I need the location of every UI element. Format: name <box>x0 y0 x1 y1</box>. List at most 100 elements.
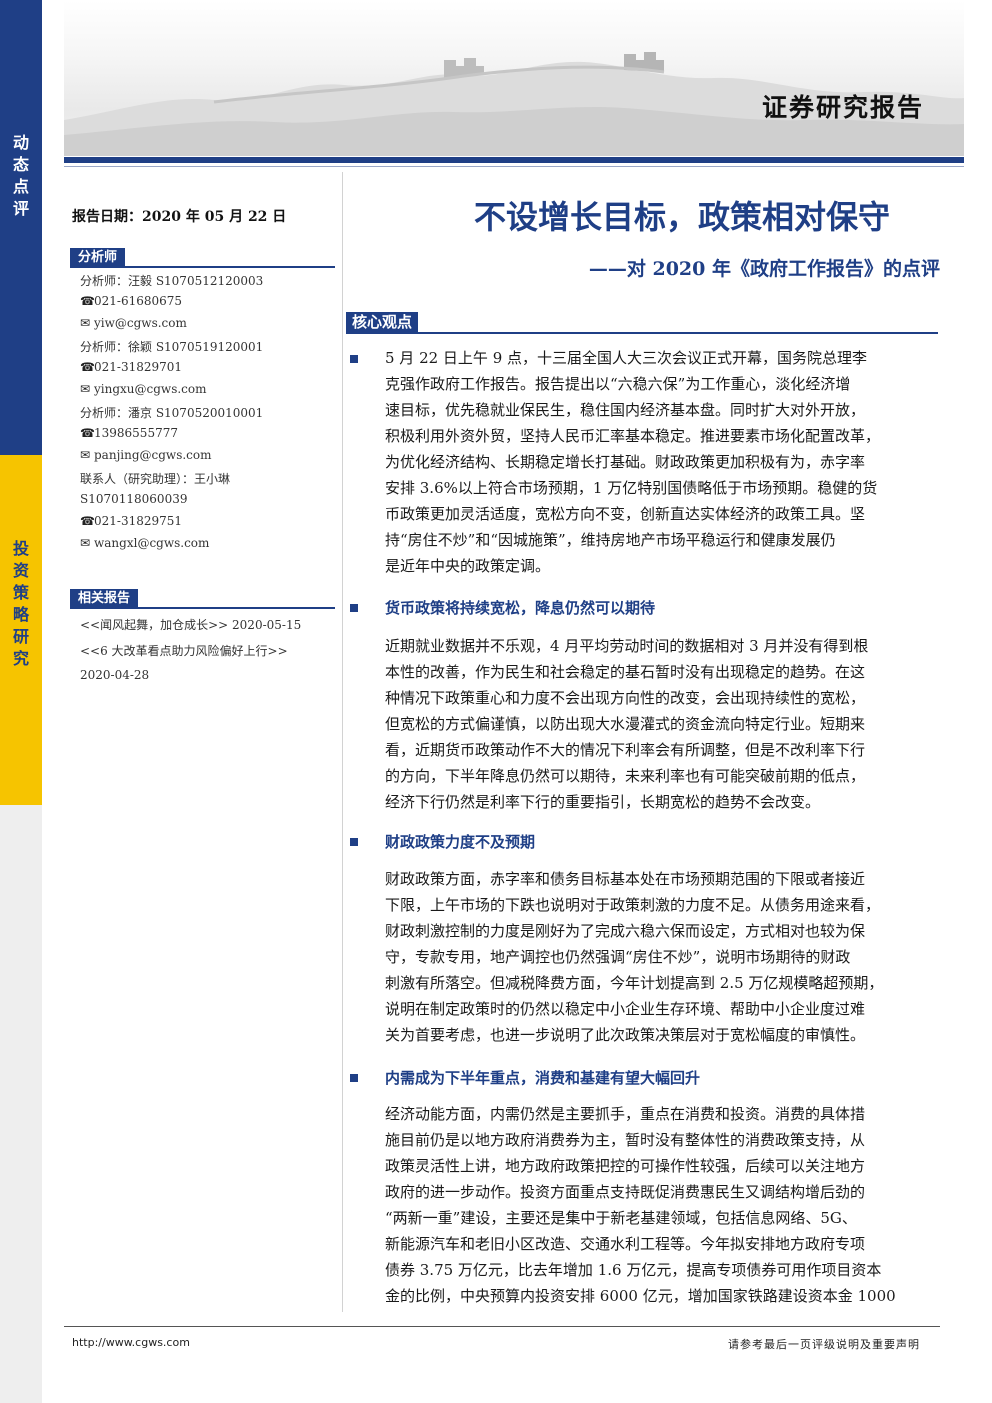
intro-paragraph: 5 月 22 日上午 9 点，十三届全国人大三次会议正式开幕，国务院总理李克强作… <box>385 345 939 579</box>
analyst-contact-line: ☎021-31829701 <box>80 360 182 374</box>
email-icon: ✉ <box>80 316 91 330</box>
analyst-contact-text: yingxu@cgws.com <box>94 382 207 396</box>
phone-icon: ☎ <box>80 360 95 374</box>
analyst-section-label: 分析师 <box>70 248 126 268</box>
strip-yellow-section <box>0 455 42 805</box>
header-title: 证券研究报告 <box>761 93 924 122</box>
email-icon: ✉ <box>80 448 91 462</box>
analyst-contact-text: 021-31829701 <box>94 360 183 374</box>
section2-text-line: 说明在制定政策时的仍然以稳定中小企业生存环境、帮助中小企业度过难 <box>385 1000 866 1018</box>
related-reports-header: 相关报告 <box>70 587 335 609</box>
intro-text-line: 为优化经济结构、长期稳定增长打基础。财政政策更加积极有为，赤字率 <box>385 453 866 471</box>
intro-text-line: 速目标，优先稳就业保民生，稳住国内经济基本盘。同时扩大对外开放， <box>385 401 866 419</box>
intro-bullet-icon <box>350 355 358 363</box>
section2-text-line: 财政政策方面，赤字率和债务目标基本处在市场预期范围的下限或者接近 <box>385 870 866 888</box>
section2-bullet-icon <box>350 838 358 846</box>
analyst-contact-line[interactable]: ✉wangxl@cgws.com <box>80 536 209 550</box>
section3-text-line: “两新一重”建设，主要还是集中于新老基建领域，包括信息网络、5G、 <box>385 1209 857 1227</box>
section3-heading: 内需成为下半年重点，消费和基建有望大幅回升 <box>385 1069 701 1087</box>
header-banner: 证券研究报告 <box>64 0 964 156</box>
analyst-contact-text: 联系人（研究助理）：王小琳 <box>80 472 231 486</box>
analyst-contact-line: ☎13986555777 <box>80 426 178 440</box>
footer-website-link[interactable]: http://www.cgws.com <box>72 1336 190 1349</box>
section2-text-line: 守，专款专用，地产调控也仍然强调“房住不炒”，说明市场期待的财政 <box>385 948 851 966</box>
core-view-header: 核心观点 <box>346 312 938 334</box>
email-icon: ✉ <box>80 382 91 396</box>
section3-text-line: 施目前仍是以地方政府消费券为主，暂时没有整体性的消费政策支持，从 <box>385 1131 866 1149</box>
section1-heading: 货币政策将持续宽松，降息仍然可以期待 <box>385 599 656 617</box>
section1-text-line: 本性的改善，作为民生和社会稳定的基石暂时没有出现稳定的趋势。在这 <box>385 663 866 681</box>
related-report-line[interactable]: <<闻风起舞，加仓成长>> 2020-05-15 <box>80 618 302 632</box>
section3-text-line: 金的比例，中央预算内投资安排 6000 亿元，增加国家铁路建设资本金 1000 <box>385 1287 896 1305</box>
analyst-contact-line: S1070118060039 <box>80 492 187 506</box>
email-icon: ✉ <box>80 536 91 550</box>
analyst-contact-text: S1070118060039 <box>80 492 188 506</box>
section2-text-line: 刺激有所落空。但减税降费方面，今年计划提高到 2.5 万亿规模略超预期， <box>385 974 884 992</box>
phone-icon: ☎ <box>80 294 95 308</box>
analyst-contact-text: 分析师：汪毅 S1070512120003 <box>80 274 264 288</box>
section1-text-line: 但宽松的方式偏谨慎，以防出现大水漫灌式的资金流向特定行业。短期来 <box>385 715 866 733</box>
section1-text-line: 经济下行仍然是利率下行的重要指引，长期宽松的趋势不会改变。 <box>385 793 821 811</box>
analyst-contact-text: 分析师：徐颖 S1070519120001 <box>80 340 264 354</box>
section1-text-line: 近期就业数据并不乐观，4 月平均劳动时间的数据相对 3 月并没有得到根 <box>385 637 869 655</box>
analyst-contact-text: wangxl@cgws.com <box>94 536 210 550</box>
phone-icon: ☎ <box>80 426 95 440</box>
analyst-contact-line: 分析师：汪毅 S1070512120003 <box>80 272 263 289</box>
analyst-contact-text: 021-61680675 <box>94 294 183 308</box>
intro-text-line: 安排 3.6%以上符合市场预期，1 万亿特别国债略低于市场预期。稳健的货 <box>385 479 878 497</box>
section2-heading: 财政政策力度不及预期 <box>385 833 536 851</box>
report-title: 不设增长目标，政策相对保守 <box>473 198 890 236</box>
analyst-contact-text: panjing@cgws.com <box>94 448 212 462</box>
header-rule <box>64 157 964 163</box>
section3-paragraph: 经济动能方面，内需仍然是主要抓手，重点在消费和投资。消费的具体措施目前仍是以地方… <box>385 1101 939 1309</box>
section1-text-line: 种情况下政策重心和力度不会出现方向性的改变，会出现持续性的宽松， <box>385 689 866 707</box>
intro-text-line: 积极利用外资外贸，坚持人民币汇率基本稳定。推进要素市场化配置改革， <box>385 427 881 445</box>
core-view-label: 核心观点 <box>346 312 419 332</box>
section3-text-line: 经济动能方面，内需仍然是主要抓手，重点在消费和投资。消费的具体措 <box>385 1105 866 1123</box>
intro-text-line: 币政策更加灵活适度，宽松方向不变，创新直达实体经济的政策工具。坚 <box>385 505 866 523</box>
analyst-contact-line[interactable]: ✉yiw@cgws.com <box>80 316 187 330</box>
section3-bullet-icon <box>350 1074 358 1082</box>
analyst-contact-text: 021-31829751 <box>94 514 183 528</box>
footer-disclaimer-note: 请参考最后一页评级说明及重要声明 <box>728 1338 920 1351</box>
section2-text-line: 关为首要考虑，也进一步说明了此次政策决策层对于宽松幅度的审慎性。 <box>385 1026 866 1044</box>
report-date: 报告日期：2020 年 05 月 22 日 <box>72 209 287 225</box>
related-reports-label: 相关报告 <box>70 589 139 609</box>
section1-text-line: 看，近期货币政策动作不大的情况下利率会有所调整，但是不改利率下行 <box>385 741 866 759</box>
footer-rule <box>64 1326 940 1327</box>
analyst-contact-line: ☎021-31829751 <box>80 514 182 528</box>
report-type-label: 动态点评 <box>13 133 30 218</box>
analyst-contact-line: 联系人（研究助理）：王小琳 <box>80 470 230 487</box>
section2-paragraph: 财政政策方面，赤字率和债务目标基本处在市场预期范围的下限或者接近下限，上午市场的… <box>385 866 939 1048</box>
related-report-line[interactable]: <<6 大改革看点助力风险偏好上行>> <box>80 644 288 658</box>
analyst-contact-text: 分析师：潘京 S1070520010001 <box>80 406 264 420</box>
section1-text-line: 的方向，下半年降息仍然可以期待，未来利率也有可能突破前期的低点， <box>385 767 866 785</box>
intro-text-line: 克强作政府工作报告。报告提出以“六稳六保”为工作重心，淡化经济增 <box>385 375 851 393</box>
left-category-strip: 动态点评 投资策略研究 <box>0 0 42 1403</box>
research-category-label: 投资策略研究 <box>13 539 30 668</box>
section2-text-line: 财政刺激控制的力度是刚好为了完成六稳六保而设定，方式相对也较为保 <box>385 922 866 940</box>
analyst-contact-line[interactable]: ✉panjing@cgws.com <box>80 448 212 462</box>
section3-text-line: 新能源汽车和老旧小区改造、交通水利工程等。今年拟安排地方政府专项 <box>385 1235 866 1253</box>
analyst-contact-line: ☎021-61680675 <box>80 294 182 308</box>
analyst-contact-text: yiw@cgws.com <box>94 316 187 330</box>
section3-text-line: 政府的进一步动作。投资方面重点支持既促消费惠民生又调结构增后劲的 <box>385 1183 866 1201</box>
section1-bullet-icon <box>350 604 358 612</box>
section3-text-line: 政策灵活性上讲，地方政府政策把控的可操作性较强，后续可以关注地方 <box>385 1157 866 1175</box>
section1-paragraph: 近期就业数据并不乐观，4 月平均劳动时间的数据相对 3 月并没有得到根本性的改善… <box>385 633 939 815</box>
section3-text-line: 债券 3.75 万亿元，比去年增加 1.6 万亿元，提高专项债券可用作项目资本 <box>385 1261 882 1279</box>
related-report-line[interactable]: 2020-04-28 <box>80 668 150 682</box>
analyst-contact-line[interactable]: ✉yingxu@cgws.com <box>80 382 207 396</box>
analyst-section-header: 分析师 <box>70 246 335 268</box>
header-rule-thin <box>64 166 964 167</box>
analyst-contact-line: 分析师：潘京 S1070520010001 <box>80 404 263 421</box>
analyst-contact-line: 分析师：徐颖 S1070519120001 <box>80 338 263 355</box>
intro-text-line: 持“房住不炒”和“因城施策”，维持房地产市场平稳运行和健康发展仍 <box>385 531 836 549</box>
report-subtitle: ——对 2020 年《政府工作报告》的点评 <box>588 258 940 280</box>
great-wall-illustration <box>64 52 964 156</box>
strip-gray-section <box>0 805 42 1403</box>
analyst-contact-text: 13986555777 <box>94 426 178 440</box>
strip-blue-section <box>0 0 42 455</box>
intro-text-line: 是近年中央的政策定调。 <box>385 557 551 575</box>
phone-icon: ☎ <box>80 514 95 528</box>
